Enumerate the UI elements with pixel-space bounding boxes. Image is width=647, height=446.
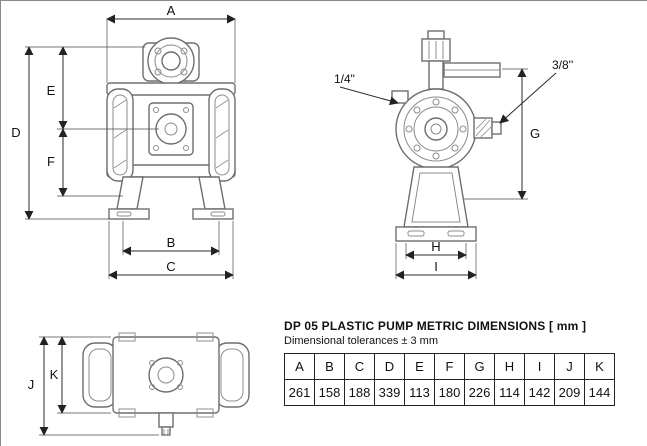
dim-label-I: I xyxy=(434,259,438,274)
col-header: I xyxy=(524,353,555,380)
pump-top-drawing xyxy=(82,332,250,436)
dim-label-H: H xyxy=(431,239,440,254)
front-view: A D E F B xyxy=(11,3,236,280)
col-header: F xyxy=(434,353,465,380)
port-label-quarter-inch: 1/4" xyxy=(334,72,355,86)
dimension-F: F xyxy=(47,128,123,197)
dim-value: 261 xyxy=(284,379,315,406)
dimensions-table-section: DP 05 PLASTIC PUMP METRIC DIMENSIONS [ m… xyxy=(284,319,632,406)
table-subtitle: Dimensional tolerances ± 3 mm xyxy=(284,335,438,347)
callout-quarter-inch: 1/4" xyxy=(334,72,399,106)
table-header-row: A B C D E F G H I J K xyxy=(284,353,615,380)
col-header: C xyxy=(344,353,375,380)
dimension-G: G xyxy=(464,68,540,200)
pump-side-drawing xyxy=(391,30,502,242)
dim-value: 113 xyxy=(404,379,435,406)
dimension-K: K xyxy=(50,336,111,414)
col-header: D xyxy=(374,353,405,380)
dim-value: 142 xyxy=(524,379,555,406)
dim-value: 209 xyxy=(554,379,585,406)
dimension-H: H xyxy=(405,239,467,260)
dim-value: 144 xyxy=(584,379,615,406)
col-header: E xyxy=(404,353,435,380)
dimensions-table: A B C D E F G H I J K 261 158 188 339 11… xyxy=(284,353,615,406)
col-header: A xyxy=(284,353,315,380)
dimension-J: J xyxy=(28,336,159,436)
dim-value: 226 xyxy=(464,379,495,406)
dimension-A: A xyxy=(106,3,236,83)
dimension-D: D xyxy=(11,46,145,220)
dimension-I: I xyxy=(395,243,477,280)
dim-label-C: C xyxy=(166,259,175,274)
dim-label-G: G xyxy=(530,126,540,141)
dim-label-D: D xyxy=(11,125,20,140)
col-header: B xyxy=(314,353,345,380)
dim-label-B: B xyxy=(167,235,176,250)
col-header: J xyxy=(554,353,585,380)
dimension-C: C xyxy=(108,221,234,280)
dim-label-F: F xyxy=(47,154,55,169)
callout-three-eighths-inch: 3/8'' xyxy=(499,58,573,124)
dim-value: 158 xyxy=(314,379,345,406)
port-label-three-eighths-inch: 3/8'' xyxy=(552,58,573,72)
pump-front-drawing xyxy=(106,37,236,220)
table-title: DP 05 PLASTIC PUMP METRIC DIMENSIONS [ m… xyxy=(284,319,587,333)
dimension-E: E xyxy=(47,46,159,130)
dim-value: 339 xyxy=(374,379,405,406)
side-view: 1/4" 3/8'' G H I xyxy=(334,30,573,280)
dim-value: 114 xyxy=(494,379,525,406)
dim-label-E: E xyxy=(47,83,56,98)
top-view: J K xyxy=(28,332,250,436)
dimension-B: B xyxy=(122,221,220,256)
dim-label-A: A xyxy=(167,3,176,18)
dim-label-J: J xyxy=(28,377,35,392)
col-header: H xyxy=(494,353,525,380)
table-value-row: 261 158 188 339 113 180 226 114 142 209 … xyxy=(284,379,615,406)
col-header: K xyxy=(584,353,615,380)
dim-label-K: K xyxy=(50,367,59,382)
col-header: G xyxy=(464,353,495,380)
dim-value: 180 xyxy=(434,379,465,406)
dim-value: 188 xyxy=(344,379,375,406)
